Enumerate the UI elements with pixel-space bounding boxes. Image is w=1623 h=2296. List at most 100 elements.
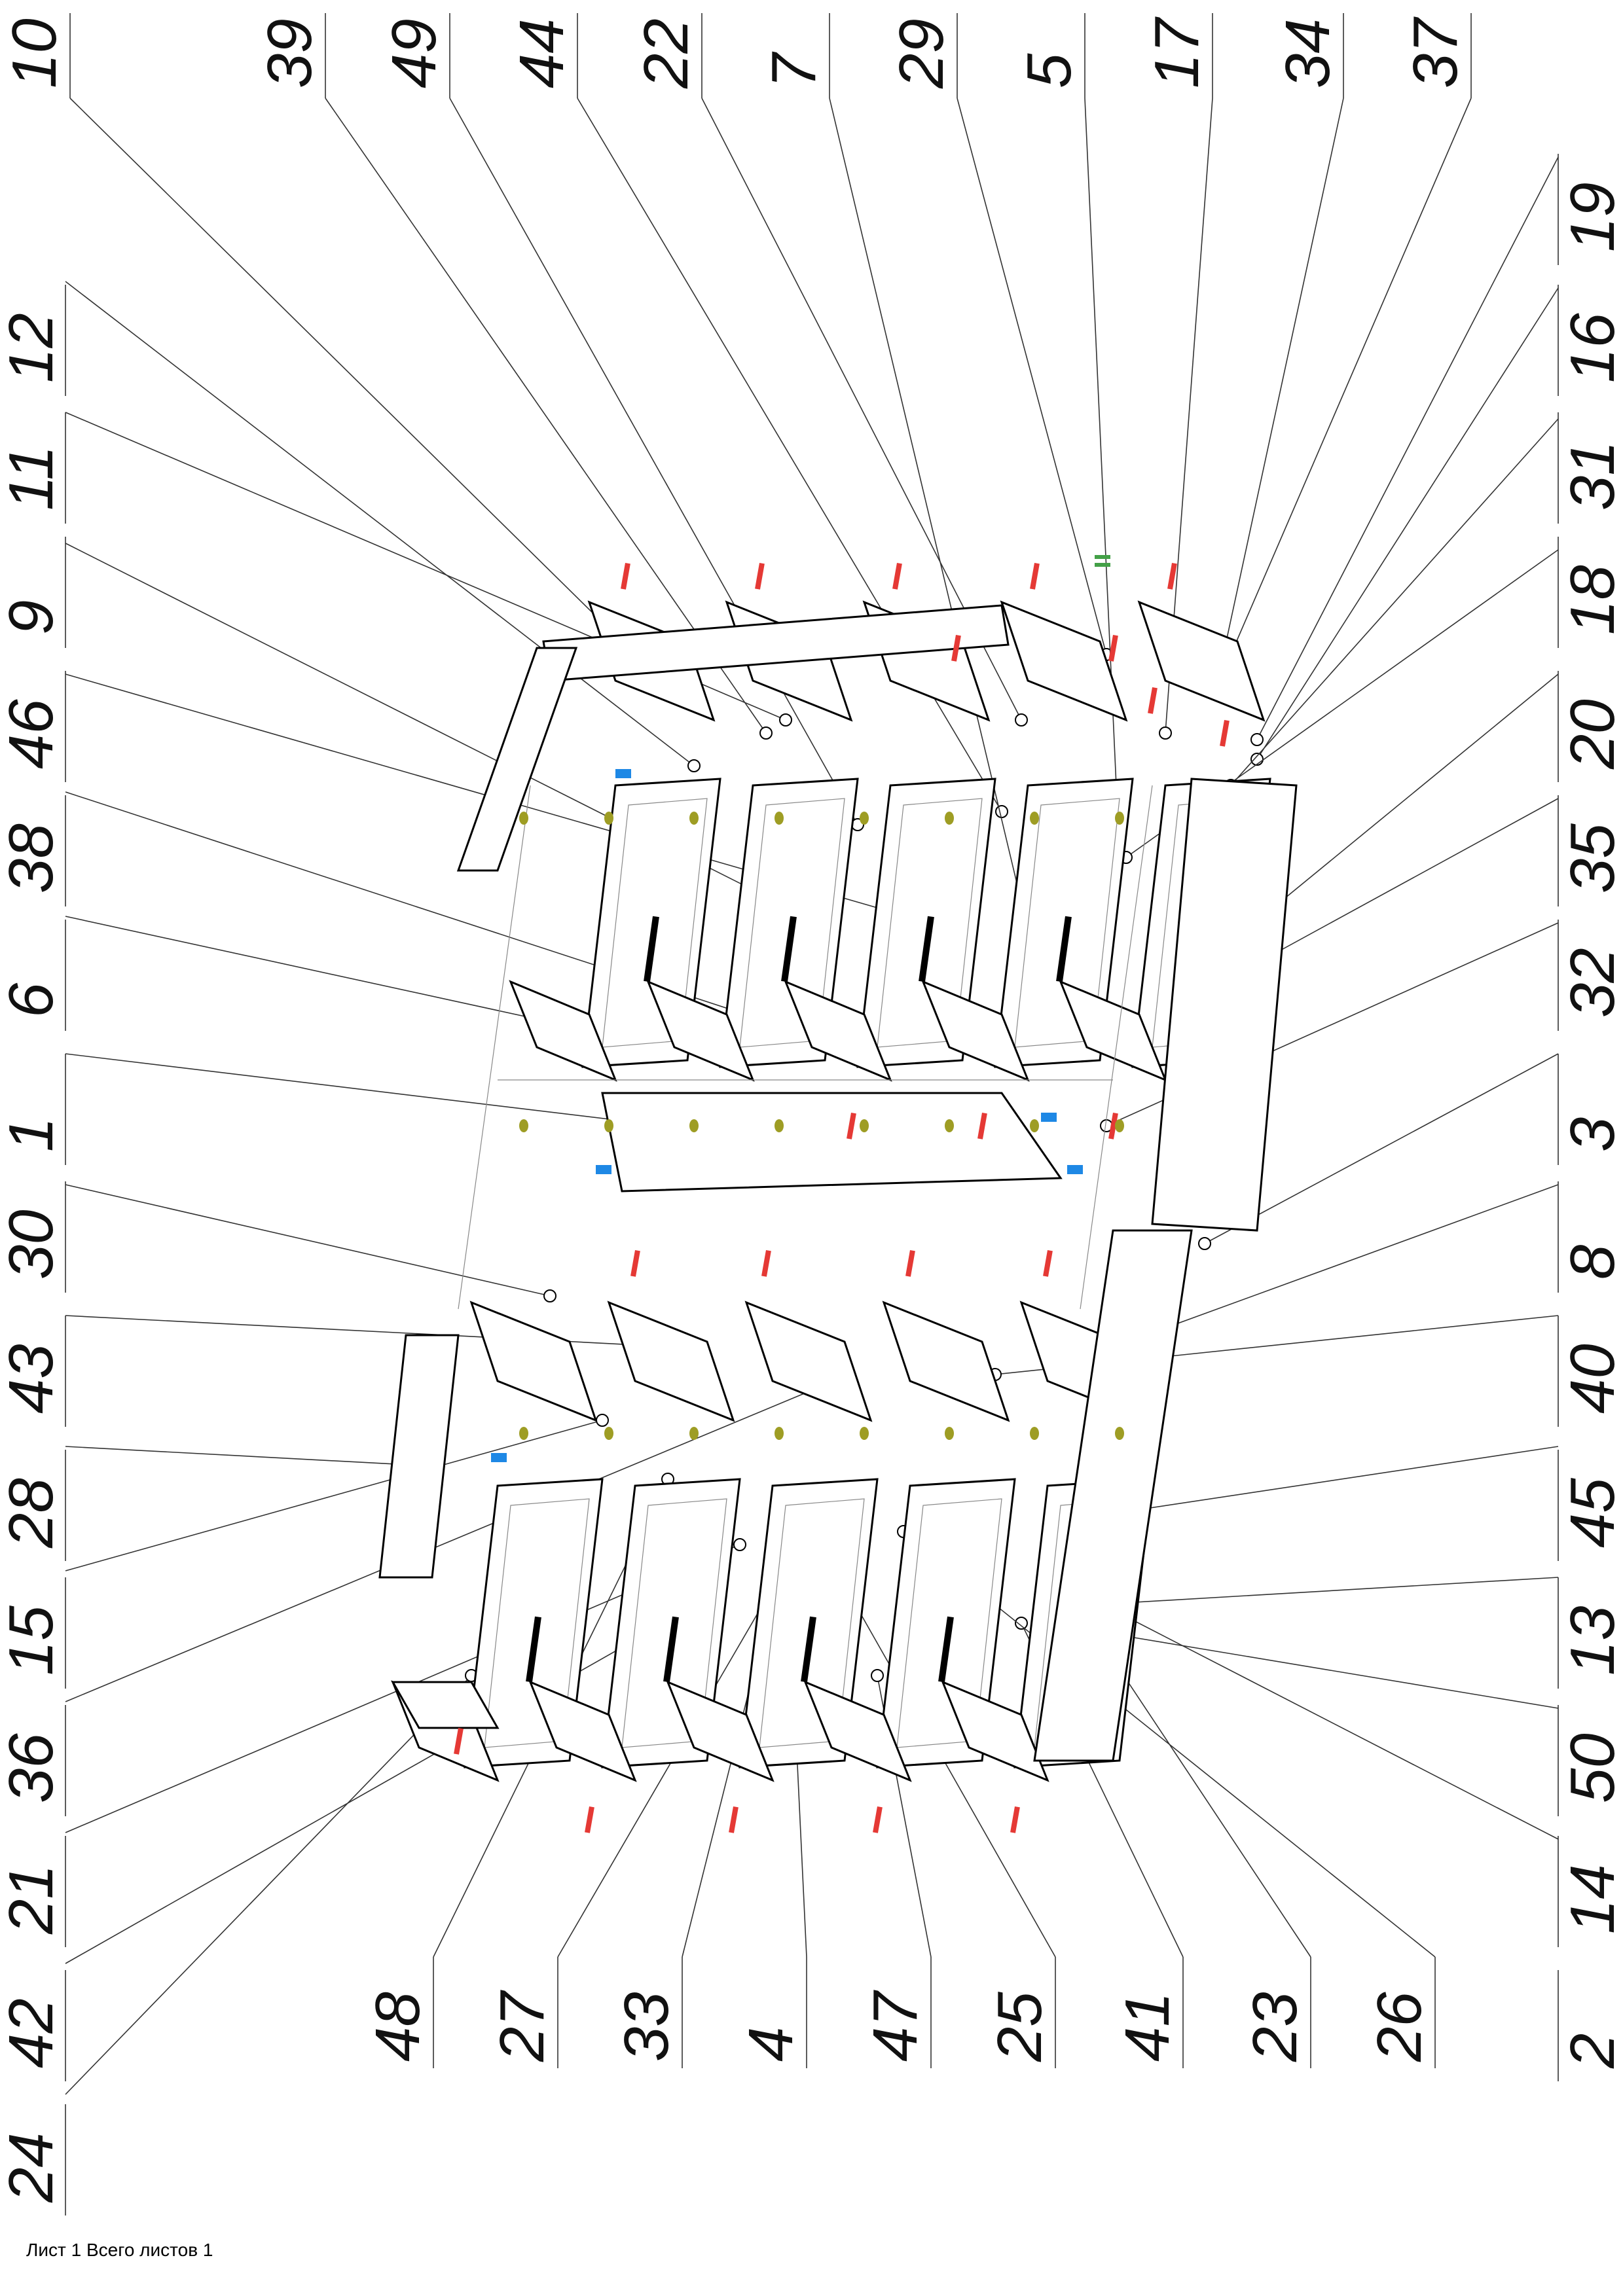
callout-number-left: 21 — [0, 1864, 66, 1935]
callout-number-right: 3 — [1558, 1117, 1623, 1152]
leader-line — [325, 98, 767, 734]
callout-anchor — [596, 1414, 609, 1427]
callout-anchor — [995, 805, 1008, 818]
callout-number-left: 12 — [0, 313, 66, 383]
dowel-marker — [775, 1119, 784, 1132]
callout-number-bottom: 41 — [1112, 1992, 1182, 2062]
callout-number-right: 50 — [1558, 1733, 1623, 1803]
drawer-side-panel — [607, 1300, 735, 1422]
screw-marker — [755, 563, 765, 590]
screw-marker — [454, 1728, 464, 1755]
callout-number-right: 14 — [1558, 1864, 1623, 1934]
screw-marker — [847, 1112, 856, 1139]
drawer-side-panel — [469, 1300, 598, 1422]
screw-marker — [761, 1250, 771, 1277]
callout-number-top: 49 — [379, 18, 449, 88]
drawer-handle — [919, 916, 934, 982]
screw-marker — [951, 635, 961, 662]
callout-number-right: 32 — [1558, 948, 1623, 1018]
leader-line — [829, 98, 1029, 930]
dowel-marker — [860, 1427, 869, 1440]
leader-line — [577, 98, 1002, 812]
callout-number-left: 15 — [0, 1605, 66, 1676]
dowel-marker — [1115, 812, 1124, 825]
drawer-handle — [938, 1616, 954, 1683]
screw-marker — [1220, 720, 1230, 747]
callout-number-left: 6 — [0, 982, 66, 1018]
leader-line — [1230, 98, 1472, 655]
drawer-handle — [663, 1616, 679, 1683]
callout-number-bottom: 47 — [860, 1990, 930, 2062]
callout-number-top: 22 — [631, 18, 701, 89]
dowel-marker — [860, 812, 869, 825]
drawer-bottom-panel — [528, 1680, 637, 1782]
screw-marker — [585, 1806, 594, 1833]
screw-marker — [977, 1112, 987, 1139]
connector-marker — [596, 1165, 611, 1174]
callout-number-top: 17 — [1142, 16, 1212, 88]
lower-left-side-panel — [378, 1334, 460, 1579]
callout-number-bottom: 33 — [611, 1992, 682, 2062]
callout-anchor — [543, 1289, 556, 1302]
callout-number-right: 13 — [1558, 1605, 1623, 1676]
hinge-marker — [1095, 563, 1110, 567]
dowel-marker — [604, 1119, 613, 1132]
screw-marker — [621, 563, 630, 590]
callout-number-right: 45 — [1558, 1478, 1623, 1548]
callout-number-bottom: 26 — [1364, 1992, 1434, 2062]
callout-number-bottom: 48 — [363, 1992, 433, 2062]
callout-anchor — [1015, 713, 1028, 726]
leader-line — [65, 1446, 433, 1467]
callout-number-top: 10 — [0, 18, 69, 88]
leader-line — [449, 98, 858, 825]
callout-number-left: 28 — [0, 1478, 66, 1549]
dowel-marker — [775, 1427, 784, 1440]
leader-line — [1204, 1053, 1559, 1244]
callout-anchor — [759, 726, 773, 740]
callout-anchor — [1159, 726, 1172, 740]
callout-number-top: 37 — [1400, 16, 1470, 88]
callout-number-right: 20 — [1558, 699, 1623, 770]
dowel-marker — [945, 1427, 954, 1440]
leader-line — [1080, 1446, 1559, 1519]
leader-line — [65, 916, 577, 1028]
callout-number-top: 44 — [507, 18, 577, 88]
drawer-handle — [801, 1616, 816, 1683]
drawer-bottom-panel — [666, 1680, 775, 1782]
drawer-side-panel — [1000, 600, 1128, 722]
screw-marker — [729, 1806, 739, 1833]
hinge-marker — [1095, 555, 1110, 559]
dowel-marker — [689, 1119, 699, 1132]
callout-number-top: 7 — [759, 51, 829, 88]
dowel-marker — [945, 1119, 954, 1132]
callout-anchor — [1198, 1237, 1211, 1250]
exploded-furniture-view — [378, 600, 1298, 1782]
leader-line — [1112, 1577, 1559, 1604]
leader-line — [65, 1315, 701, 1349]
carcass-back-panel — [456, 647, 578, 872]
leader-line — [69, 98, 642, 662]
callout-anchor — [1250, 733, 1264, 746]
drawer-handle — [1056, 916, 1072, 982]
callout-number-left: 36 — [0, 1733, 66, 1803]
dowel-marker — [775, 812, 784, 825]
callout-number-bottom: 25 — [985, 1992, 1055, 2062]
leader-line — [65, 1387, 819, 1702]
leader-line — [1256, 287, 1559, 760]
dowel-marker — [604, 1427, 613, 1440]
callout-number-bottom: 4 — [736, 2027, 806, 2062]
callout-number-right: 8 — [1558, 1245, 1623, 1280]
sheet-footer-text: Лист 1 Всего листов 1 — [26, 2240, 213, 2260]
drawer-handle — [644, 916, 659, 982]
carcass-outline — [458, 785, 1153, 1310]
callout-number-top: 29 — [886, 18, 957, 89]
connector-marker — [1041, 1113, 1057, 1122]
leader-line — [65, 1675, 472, 2095]
callout-number-left: 11 — [0, 445, 66, 511]
screw-marker — [905, 1250, 915, 1277]
callout-number-top: 34 — [1273, 18, 1343, 88]
connector-marker — [491, 1453, 507, 1462]
leader-line — [1084, 98, 1120, 858]
callout-number-right: 19 — [1558, 182, 1623, 252]
leader-line — [850, 1596, 1056, 1958]
